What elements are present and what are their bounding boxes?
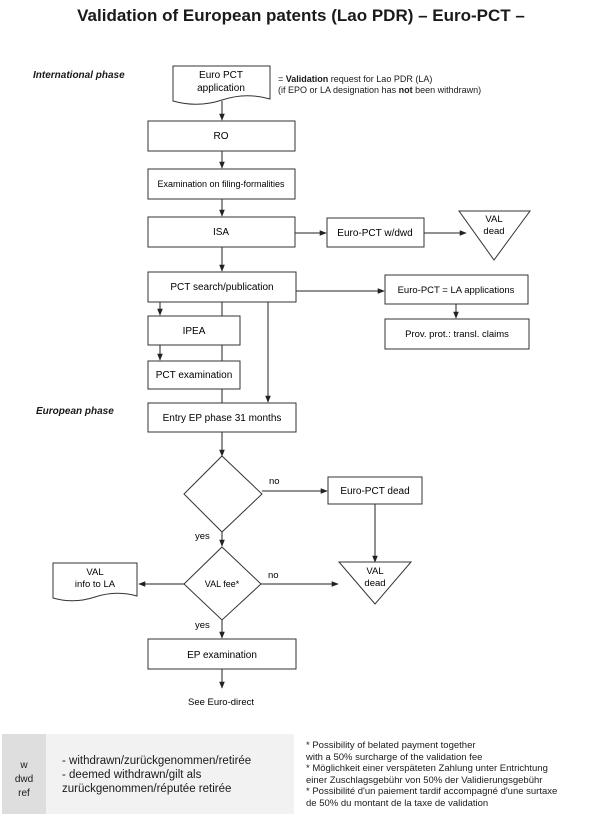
pct-exam-label: PCT examination	[156, 370, 233, 381]
euro-pct-dead-box	[327, 476, 423, 505]
ro-box	[147, 120, 296, 152]
euro-pct-application-box	[172, 65, 271, 105]
euro-pct-application-line1: Euro PCT	[199, 70, 243, 81]
val-info-box	[52, 562, 138, 602]
legend-desc-line1: - withdrawn/zurückgenommen/retirée	[62, 755, 252, 767]
entry-ep-label: Entry EP phase 31 months	[163, 413, 282, 424]
euro-pct-application-line2: application	[197, 83, 245, 94]
footnote-line: de 50% du montant de la taxe de validati…	[306, 797, 489, 809]
euro-pct-la-box	[384, 274, 529, 305]
note-line2-pre: (if EPO or LA designation has	[278, 85, 399, 95]
isa-box	[147, 216, 296, 248]
legend-keys-column: w dwd ref	[2, 734, 46, 814]
pct-exam-box	[147, 360, 241, 390]
note-mid: request for Lao PDR (LA)	[328, 74, 433, 84]
legend-descriptions: - withdrawn/zurückgenommen/retirée - dee…	[62, 754, 251, 796]
isa-label: ISA	[213, 227, 229, 238]
euro-pct-wdwd-box	[326, 217, 425, 248]
entry-ep-box	[147, 402, 297, 433]
val-dead-1-triangle	[458, 210, 531, 261]
footnote-line: einer Zuschlagsgebühr von 50% der Validi…	[306, 774, 543, 786]
flowchart: Euro PCT application RO Examination on f…	[52, 65, 531, 708]
note-line2-post: been withdrawn)	[412, 85, 482, 95]
footnote-line: with a 50% surcharge of the validation f…	[306, 751, 483, 763]
decision-2-no-label: no	[268, 570, 279, 581]
international-phase-label: International phase	[33, 70, 125, 81]
footnote-line: * Möglichkeit einer verspäteten Zahlung …	[306, 763, 548, 774]
european-phase-label: European phase	[36, 406, 114, 417]
footnotes: * Possibility of belated payment togethe…	[306, 740, 600, 809]
footnote-line: * Possibilité d'un paiement tardif accom…	[306, 786, 558, 797]
val-dead-2-line1: VAL	[366, 566, 383, 577]
page-title: Validation of European patents (Lao PDR)…	[77, 6, 525, 25]
pct-search-label: PCT search/publication	[170, 282, 273, 293]
legend-panel: w dwd ref - withdrawn/zurückgenommen/ret…	[2, 734, 294, 814]
decision-1-diamond	[183, 455, 263, 533]
ep-exam-label: EP examination	[187, 650, 257, 661]
prov-prot-box	[384, 318, 530, 350]
pct-search-box	[147, 271, 297, 303]
euro-pct-dead-label: Euro-PCT dead	[340, 486, 409, 497]
val-info-line2: info to LA	[75, 579, 116, 590]
ipea-label: IPEA	[183, 326, 206, 337]
validation-request-note: = Validation request for Lao PDR (LA) (i…	[278, 74, 481, 96]
decision-1-yes-label: yes	[195, 531, 210, 542]
footnote-line: * Possibility of belated payment togethe…	[306, 740, 476, 751]
euro-pct-wdwd-label: Euro-PCT w/dwd	[337, 228, 412, 239]
exam-filing-box	[147, 168, 296, 200]
note-bold-not: not	[398, 85, 413, 95]
legend-desc-line2: - deemed withdrawn/gilt als	[62, 769, 202, 781]
note-bold-validation: Validation	[285, 74, 329, 84]
ro-label: RO	[214, 131, 229, 142]
legend-key-w: w	[20, 760, 28, 771]
legend-desc-line3: zurückgenommen/réputée retirée	[62, 783, 232, 795]
exam-filing-label: Examination on filing-formalities	[157, 179, 285, 189]
euro-pct-la-label: Euro-PCT = LA applications	[398, 285, 515, 296]
val-dead-1-line2: dead	[483, 226, 504, 237]
legend-key-ref: ref	[18, 788, 30, 799]
note-prefix: =	[278, 74, 286, 84]
val-info-line1: VAL	[86, 567, 103, 578]
val-fee-label: VAL fee*	[205, 579, 240, 589]
val-dead-2-triangle	[337, 561, 413, 605]
prov-prot-label: Prov. prot.: transl. claims	[405, 329, 509, 340]
val-dead-1-line1: VAL	[485, 214, 502, 225]
decision-2-diamond	[183, 546, 262, 621]
val-dead-2-line2: dead	[364, 578, 385, 589]
ep-exam-box	[147, 638, 297, 670]
ipea-box	[147, 315, 241, 346]
see-euro-direct-label: See Euro-direct	[188, 697, 254, 708]
decision-2-yes-label: yes	[195, 620, 210, 631]
legend-key-dwd: dwd	[14, 774, 34, 785]
decision-1-no-label: no	[269, 476, 280, 487]
